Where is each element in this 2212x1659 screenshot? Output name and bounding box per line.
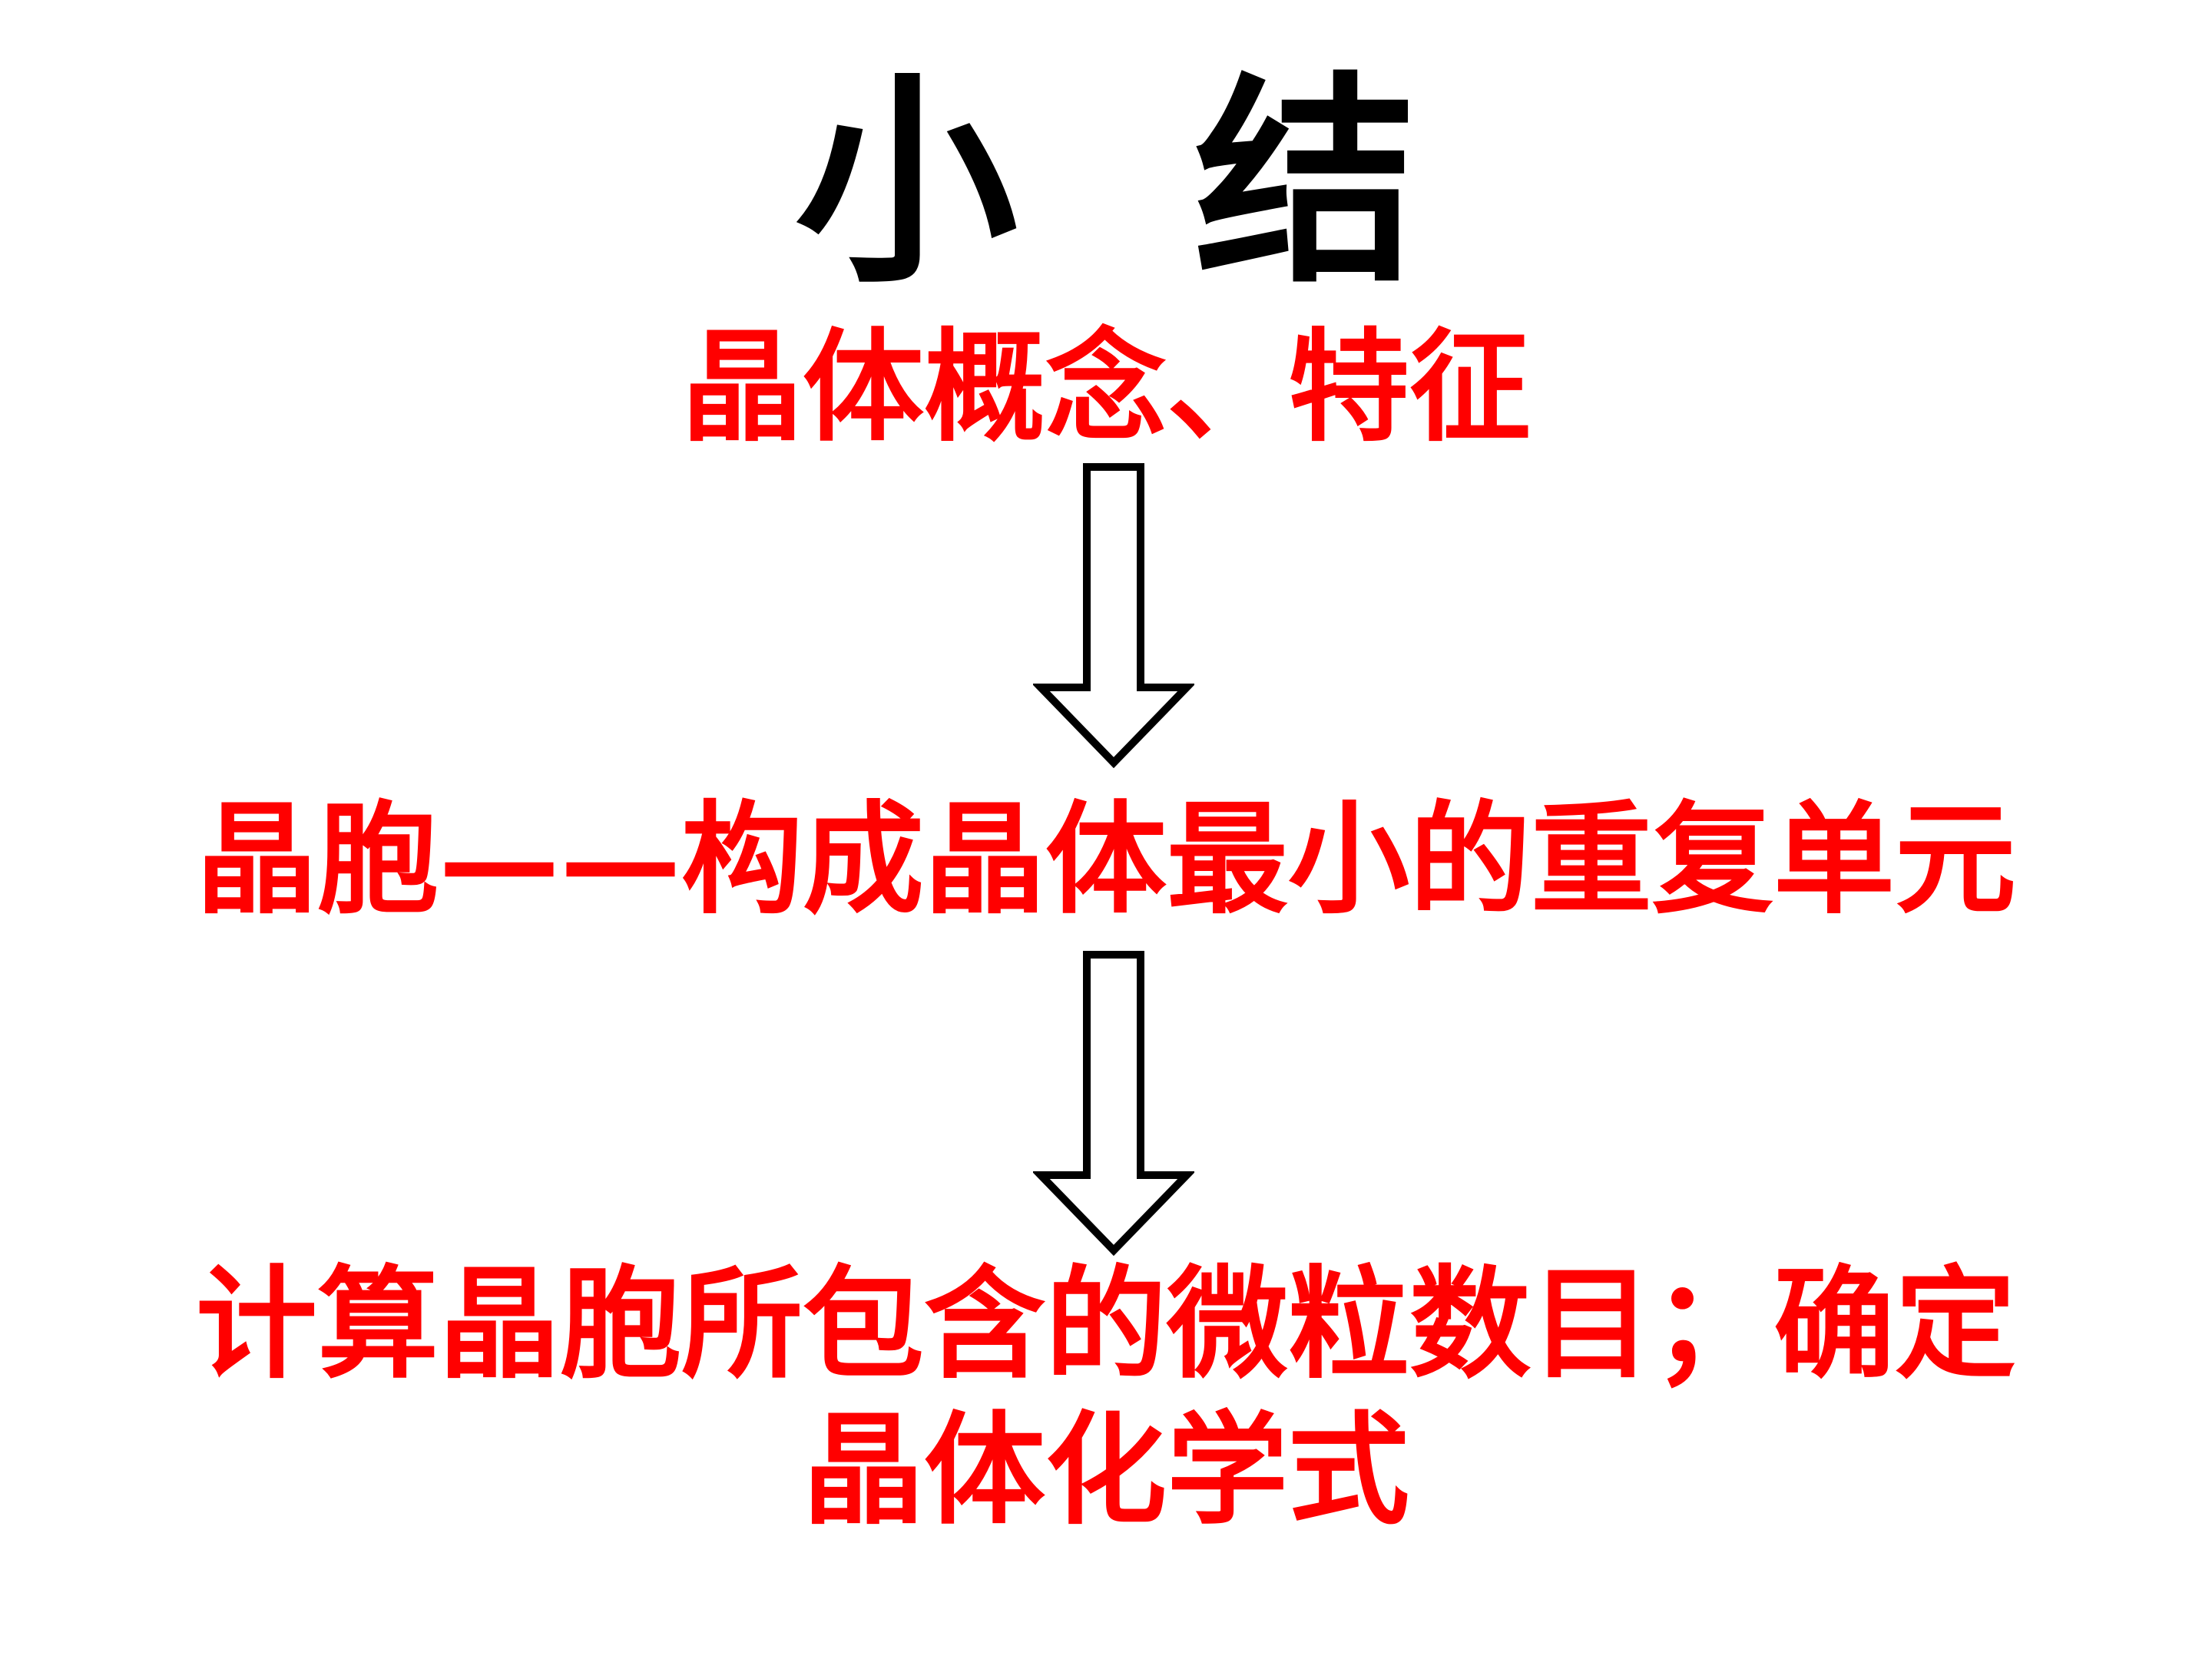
down-arrow-icon	[1033, 463, 1194, 768]
step-calculate-line2: 晶体化学式	[803, 1399, 1409, 1541]
step-concept: 晶体概念、特征	[681, 316, 1531, 459]
slide-title: 小结	[795, 55, 1594, 313]
step-calculate-line1: 计算晶胞所包含的微粒数目；确定	[196, 1253, 2016, 1396]
step-unit-cell: 晶胞——构成晶体最小的重复单元	[196, 789, 2016, 931]
down-arrow-icon	[1033, 951, 1194, 1256]
down-arrow-shape	[1033, 951, 1194, 1256]
down-arrow-shape	[1033, 463, 1194, 768]
